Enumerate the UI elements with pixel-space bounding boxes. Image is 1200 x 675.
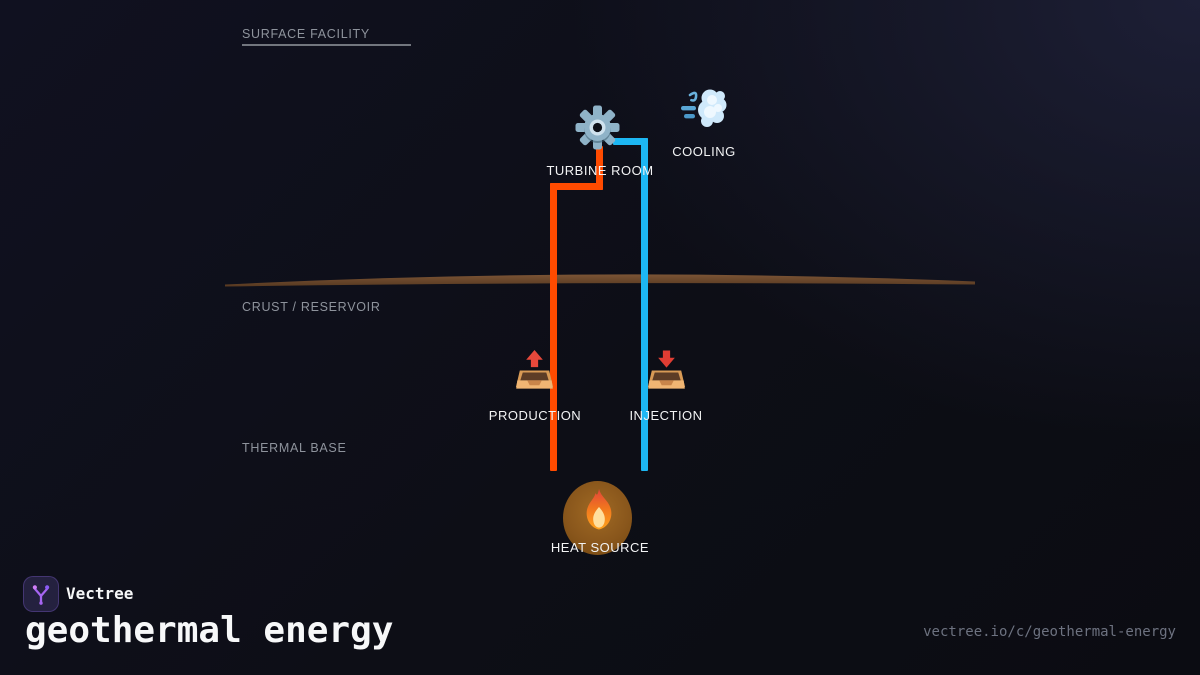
brand-name: Vectree [66,584,134,603]
crust-ground-line [225,274,975,287]
hot-pipe-turbine-drop [596,146,603,190]
surface-underline [242,44,411,46]
zone-label-surface-facility: SURFACE FACILITY [242,27,370,41]
node-label-turbine-room: TURBINE ROOM [546,163,654,178]
node-label-production: PRODUCTION [488,408,582,423]
share-url: vectree.io/c/geothermal-energy [923,624,1176,640]
cold-pipe-injection-well [641,138,648,471]
wind-blowing-icon [681,89,727,127]
outbox-tray-icon [515,349,554,389]
vectree-logo [23,576,59,612]
hot-pipe-horizontal [550,183,603,190]
cold-pipe-horizontal [613,138,648,145]
zone-label-thermal-base: THERMAL BASE [242,441,347,455]
gear-icon [575,105,620,150]
zone-label-crust-reservoir: CRUST / RESERVOIR [242,300,381,314]
inbox-tray-icon [647,350,686,389]
hot-pipe-production-well [550,183,557,471]
node-label-cooling: COOLING [672,144,736,159]
page-title: geothermal energy [25,610,394,651]
node-label-heat-source: HEAT SOURCE [550,540,650,555]
vectree-branch-icon [32,585,50,605]
node-label-injection: INJECTION [629,408,703,423]
fire-icon [586,489,612,530]
